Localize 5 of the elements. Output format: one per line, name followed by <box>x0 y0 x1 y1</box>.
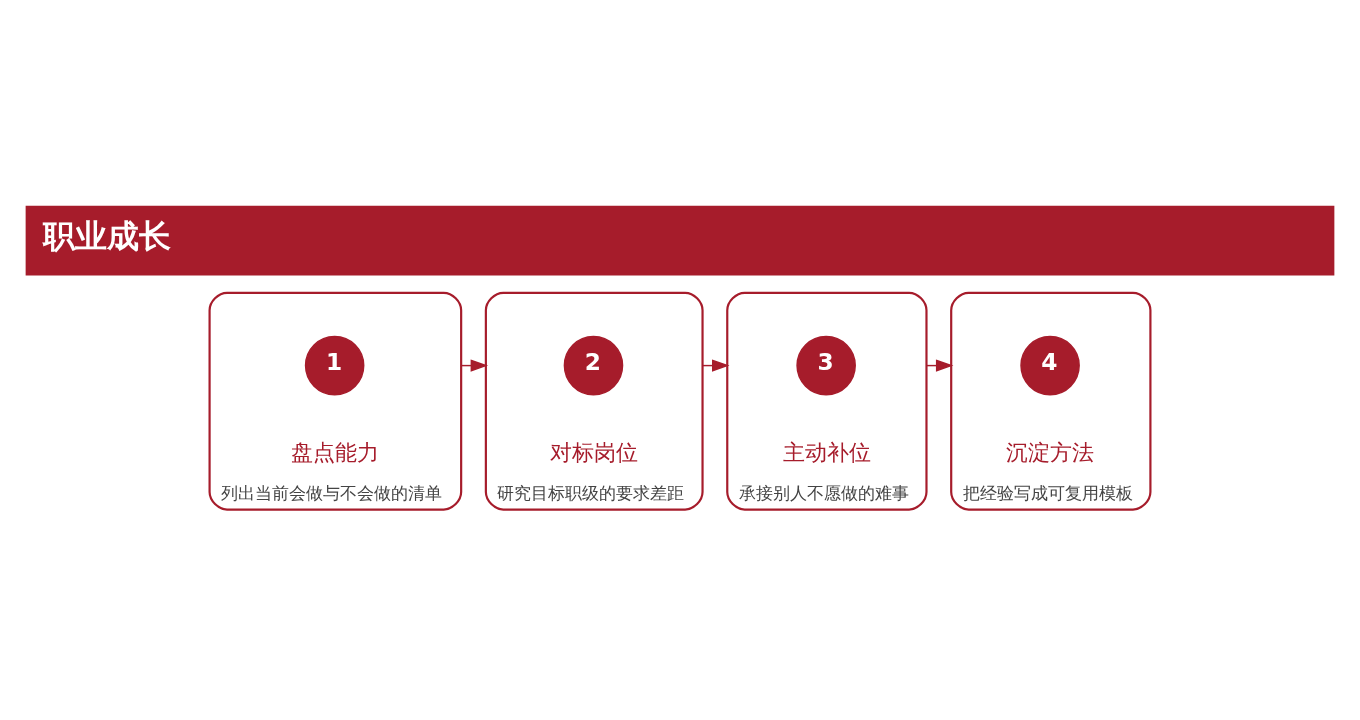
node-circle: 4 <box>1020 335 1080 395</box>
node-circle: 3 <box>796 335 856 395</box>
node-circle: 1 <box>304 335 365 395</box>
diagram-title: 职业成长 <box>43 216 172 255</box>
node-circle: 2 <box>563 335 624 395</box>
